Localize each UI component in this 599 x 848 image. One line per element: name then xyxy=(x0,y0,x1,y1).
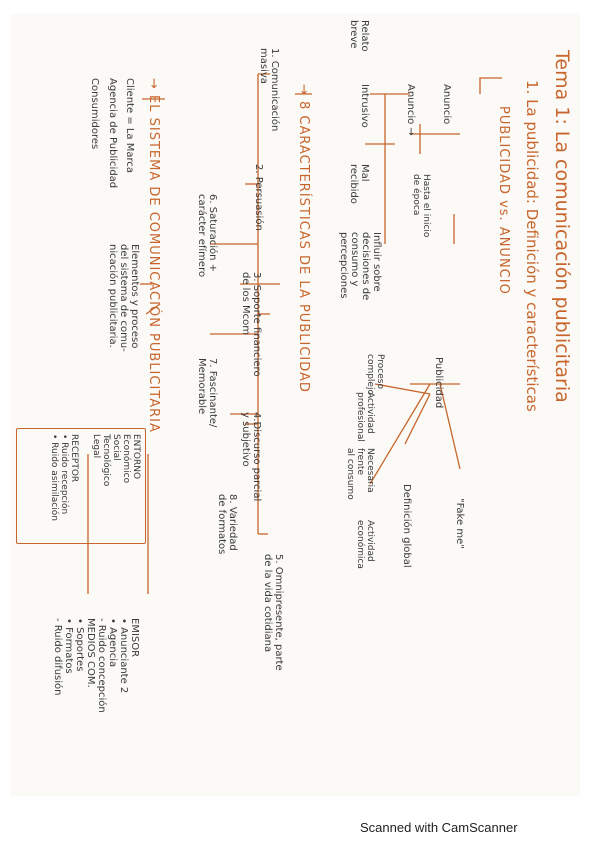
sistema-heading: → EL SISTEMA DE COMUNICACIÓN PUBLICITARI… xyxy=(146,78,161,433)
diagram-lines xyxy=(87,73,502,594)
anuncio-label-2: Anuncio → xyxy=(405,84,416,136)
actividad-economica: Actividad económica xyxy=(355,520,375,569)
caracteristica-3: 3. Soporte financiero de los Mcom xyxy=(240,272,262,377)
definicion-global: Definición global xyxy=(401,484,412,568)
consumidores: Consumidores xyxy=(89,78,100,150)
receptor: RECEPTOR • Ruido recepción • Ruido asimi… xyxy=(49,434,79,521)
scanned-page: Tema 1: La comunicación publicitaria 1. … xyxy=(10,14,580,796)
caracteristica-6: 6. Saturación + carácter efímero xyxy=(196,194,218,278)
caracteristica-2: 2. Persuasión xyxy=(253,164,264,231)
notes-sheet: Tema 1: La comunicación publicitaria 1. … xyxy=(10,14,580,796)
proceso-complejo: Proceso complejo xyxy=(365,354,385,395)
elementos-proceso: Elementos y proceso del sistema de comu-… xyxy=(107,244,140,352)
caracteristica-4: 4.Discurso parcial y subjetivo xyxy=(240,412,262,502)
anuncio-label: Anuncio xyxy=(441,84,452,125)
actividad-profesional: Actividad profesional xyxy=(355,392,375,442)
caracteristicas-heading: → 8 CARACTERÍSTICAS DE LA PUBLICIDAD xyxy=(296,84,311,393)
caracteristica-1: 1. Comunicación masiva xyxy=(258,48,280,132)
cliente: Cliente = La Marca xyxy=(124,78,135,173)
page-title: Tema 1: La comunicación publicitaria xyxy=(551,50,573,403)
entorno: ENTORNO Económico Social Tecnológico Leg… xyxy=(91,434,141,487)
scanner-watermark: Scanned with CamScanner xyxy=(360,820,518,835)
publicidad-label: Publicidad xyxy=(433,357,444,409)
agencia: Agencia de Publicidad xyxy=(107,78,118,189)
influir: Influir sobre decisiones de consumo y pe… xyxy=(338,232,382,301)
fake-me: "Fake me" xyxy=(454,498,465,549)
section-heading: 1. La publicidad: Definición y caracterí… xyxy=(523,80,541,412)
relato-breve: Relato breve xyxy=(348,20,370,52)
anuncio-desc: Hasta el inicio de época xyxy=(411,174,431,238)
intrusivo: Intrusivo xyxy=(359,84,370,128)
mal-recibido: Mal recibido xyxy=(348,164,370,204)
emisor: EMISOR • Anunciante 2 • Agencia - Ruido … xyxy=(52,618,140,713)
caracteristica-8: 8. Variedad de formatos xyxy=(216,494,238,555)
caracteristica-5: 5. Omnipresente, parte de la vida cotidi… xyxy=(262,554,284,671)
necesaria-consumo: Necesaria frente al consumo xyxy=(345,448,375,500)
caracteristica-7: 7. Fascinante/ Memorable xyxy=(196,358,218,428)
pub-vs-anuncio-heading: PUBLICIDAD vs. ANUNCIO xyxy=(496,106,511,295)
